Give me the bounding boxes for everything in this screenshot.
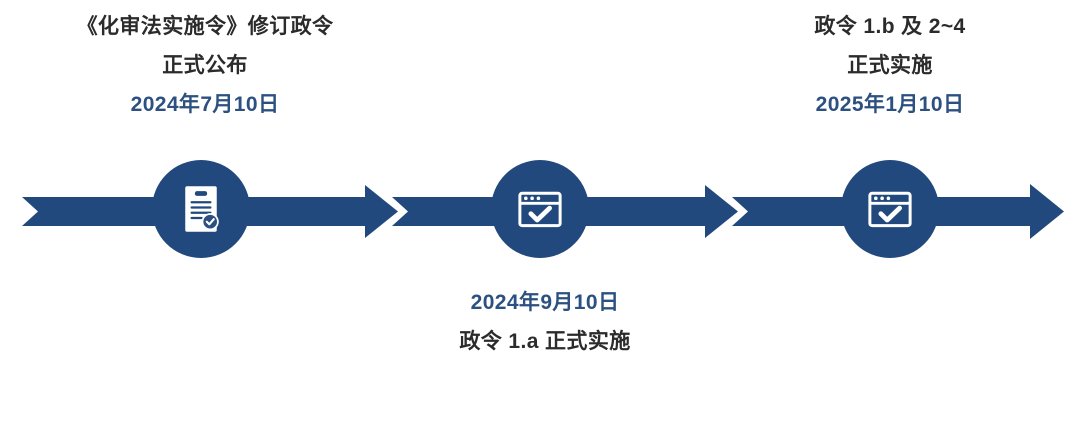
milestone-3-date: 2025年1月10日 xyxy=(815,92,965,116)
milestone-label-3: 政令 1.b 及 2~4 正式实施 2025年1月10日 xyxy=(700,12,1080,119)
milestone-1-date: 2024年7月10日 xyxy=(130,92,280,116)
milestone-node-3[interactable] xyxy=(841,160,939,258)
milestone-node-1[interactable] xyxy=(152,160,250,258)
milestone-1-title-line-1: 《化审法实施令》修订政令 xyxy=(76,15,334,38)
browser-check-icon xyxy=(868,191,912,228)
milestone-1-title-line-2: 正式公布 xyxy=(162,53,248,77)
arrow-segment-6 xyxy=(934,184,1064,239)
arrow-segment-4 xyxy=(584,185,738,238)
milestone-3-title-line-1: 政令 1.b 及 2~4 xyxy=(814,15,966,38)
milestone-3-title-line-2: 正式实施 xyxy=(847,53,933,77)
milestone-label-1: 《化审法实施令》修订政令 正式公布 2024年7月10日 xyxy=(0,12,410,119)
milestone-2-title: 政令 1.a 正式实施 xyxy=(459,329,631,353)
arrow-segment-1 xyxy=(22,197,158,226)
arrow-segment-3 xyxy=(392,197,497,226)
milestone-2-date: 2024年9月10日 xyxy=(470,291,620,314)
document-check-icon xyxy=(185,186,219,232)
arrow-segment-2 xyxy=(244,185,398,238)
arrow-segment-5 xyxy=(732,197,847,226)
browser-check-icon xyxy=(518,191,562,228)
milestone-label-2: 2024年9月10日 政令 1.a 正式实施 xyxy=(380,288,710,357)
milestone-node-2[interactable] xyxy=(491,160,589,258)
